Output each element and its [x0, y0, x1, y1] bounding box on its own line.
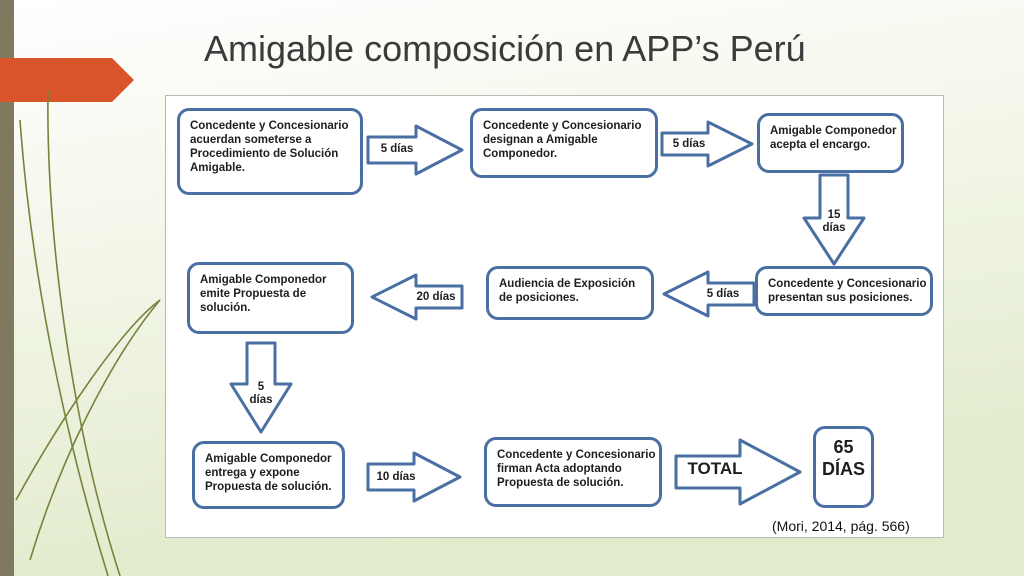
arrow-label-4: 5 días: [706, 288, 740, 300]
accent-tab: [0, 58, 134, 102]
arrow-label-3: 15 días: [816, 209, 852, 235]
step-box-6: Amigable Componedor emite Propuesta de s…: [187, 262, 354, 334]
step-box-5: Audiencia de Exposición de posiciones.: [486, 266, 654, 320]
step-box-4: Concedente y Concesionario presentan sus…: [755, 266, 933, 316]
arrow-label-7: 10 días: [376, 471, 416, 483]
step-box-1: Concedente y Concesionario acuerdan some…: [177, 108, 363, 195]
side-bar: [0, 0, 14, 576]
arrow-down-1: [802, 173, 866, 266]
arrow-label-5: 20 días: [416, 291, 456, 303]
arrow-label-6: 5 días: [243, 381, 279, 407]
arrow-down-2: [229, 341, 293, 434]
decorative-curves: [15, 89, 161, 576]
arrow-total: [674, 438, 802, 506]
step-box-2: Concedente y Concesionario designan a Am…: [470, 108, 658, 178]
total-days-unit: DÍAS: [821, 459, 865, 479]
arrow-label-6-unit: días: [249, 394, 273, 406]
total-days-box: 65 DÍAS: [813, 426, 874, 508]
arrow-label-1: 5 días: [380, 143, 414, 155]
arrow-right-3: [366, 451, 462, 503]
arrow-right-1: [366, 124, 464, 176]
arrow-label-2: 5 días: [672, 138, 706, 150]
slide-title: Amigable composición en APP’s Perú: [204, 28, 806, 69]
arrow-label-3-number: 15: [827, 209, 841, 221]
total-arrow-label: TOTAL: [687, 459, 743, 478]
arrow-label-3-unit: días: [822, 222, 846, 234]
arrow-left-2: [370, 273, 464, 321]
step-box-3: Amigable Componedor acepta el encargo.: [757, 113, 904, 173]
arrow-left-1: [662, 270, 756, 318]
arrow-right-2: [660, 120, 754, 168]
total-days-number: 65: [833, 437, 854, 457]
source-citation: (Mori, 2014, pág. 566): [772, 518, 910, 534]
step-box-7: Amigable Componedor entrega y expone Pro…: [192, 441, 345, 509]
arrow-label-6-number: 5: [257, 381, 265, 393]
step-box-8: Concedente y Concesionario firman Acta a…: [484, 437, 662, 507]
